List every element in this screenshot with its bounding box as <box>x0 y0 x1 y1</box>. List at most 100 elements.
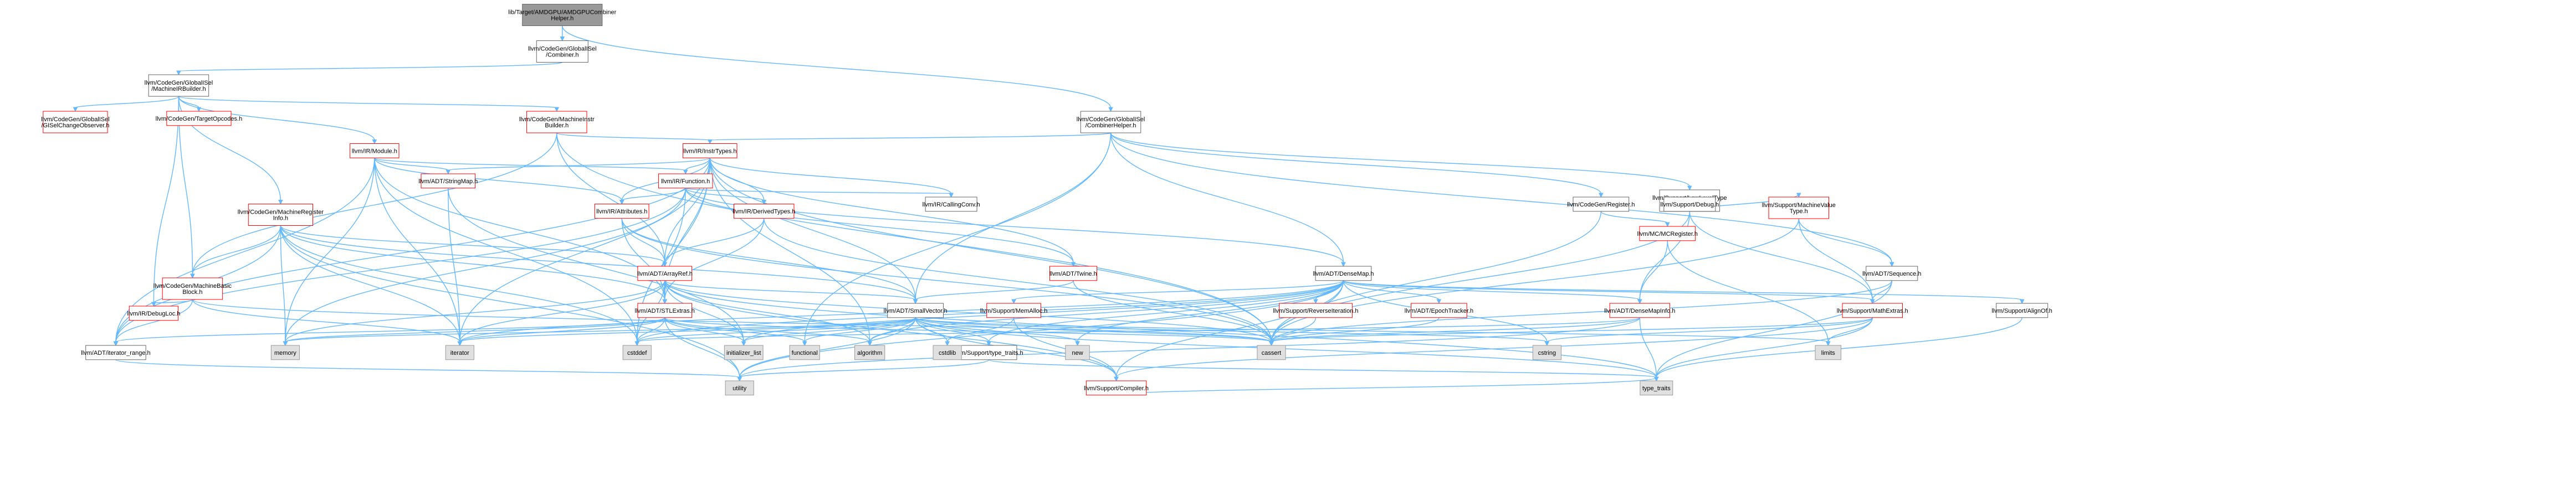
node-arrayref[interactable]: llvm/ADT/ArrayRef.h <box>637 266 693 281</box>
edge-function-to-densemap <box>685 188 1344 263</box>
node-box-mathextras <box>1842 303 1903 318</box>
node-box-new <box>1065 345 1090 360</box>
node-box-function <box>658 173 713 189</box>
node-algorithm: algorithm <box>854 345 885 360</box>
edge-mib-to-mibuilder <box>178 96 557 108</box>
edge-arrowhead-smallvector-to-typetraits <box>986 341 991 347</box>
node-label-epoch-0: llvm/ADT/EpochTracker.h <box>1405 308 1473 314</box>
edge-arrowhead-mri-to-mbb <box>190 273 195 279</box>
edge-mbb-to-cassert <box>192 299 1272 343</box>
node-label-typetraits-0: llvm/Support/type_traits.h <box>955 350 1023 356</box>
node-label-combiner-1: /Combiner.h <box>546 52 578 59</box>
edge-densemap-to-typetraits <box>988 280 1344 343</box>
node-label-instrtypes-0: llvm/IR/InstrTypes.h <box>683 148 737 154</box>
edge-twine-to-smallvector <box>915 280 1074 301</box>
node-label-mibuilder-1: Builder.h <box>545 122 569 129</box>
edge-mri-to-memory <box>280 225 286 343</box>
edge-arrowhead-arrayref-to-stlextras <box>662 299 668 304</box>
node-label-cstdlib-0: cstdlib <box>939 350 956 356</box>
edge-arrowhead-mib-to-module <box>372 139 377 144</box>
edge-densemapinfo-to-utility <box>739 317 1641 378</box>
node-function[interactable]: llvm/IR/Function.h <box>658 173 713 189</box>
edge-instrtypes-to-twine <box>709 158 1074 263</box>
edge-arrayref-to-memory <box>285 280 665 343</box>
node-alignof[interactable]: llvm/Support/AlignOf.h <box>1991 303 2052 318</box>
node-combiner[interactable]: llvm/CodeGen/GlobalISel/Combiner.h <box>528 40 597 63</box>
node-debugloc[interactable]: llvm/IR/DebugLoc.h <box>127 306 180 321</box>
edge-densemapinfo-to-cassert <box>1271 317 1641 343</box>
edge-arrowhead-memalloc-to-cstdlib <box>945 341 950 347</box>
edge-instrtypes-to-cassert <box>709 158 1272 343</box>
edge-mvt-to-mathextras <box>1798 218 1873 301</box>
node-combhelper[interactable]: llvm/CodeGen/GlobalISel/CombinerHelper.h <box>1077 111 1145 133</box>
node-cstring: cstring <box>1532 345 1561 360</box>
node-register[interactable]: llvm/CodeGen/Register.h <box>1567 197 1635 212</box>
node-label-algorithm-0: algorithm <box>857 350 882 356</box>
edge-iterrange-to-utility <box>115 359 740 378</box>
node-derivedtypes[interactable]: llvm/IR/DerivedTypes.h <box>733 204 795 219</box>
node-attributes[interactable]: llvm/IR/Attributes.h <box>594 204 649 219</box>
node-callingconv[interactable]: llvm/IR/CallingConv.h <box>922 197 980 212</box>
edge-arrowhead-function-to-derivedtypes <box>761 200 767 205</box>
node-compiler[interactable]: llvm/Support/Compiler.h <box>1084 380 1149 396</box>
edge-stlextras-to-iterrange <box>115 317 665 343</box>
node-gisco[interactable]: llvm/CodeGen/GlobalISel/GISelChangeObser… <box>41 111 110 133</box>
edge-stringmap-to-initlist <box>448 188 744 343</box>
node-box-combhelper <box>1080 111 1141 133</box>
edge-instrtypes-to-derivedtypes <box>709 158 765 201</box>
node-label-function-0: llvm/IR/Function.h <box>661 178 710 185</box>
node-densemapinfo[interactable]: llvm/ADT/DenseMapInfo.h <box>1604 303 1676 318</box>
edge-arrowhead-function-to-twine <box>1071 262 1076 267</box>
node-label-reviter-0: llvm/Support/ReverseIteration.h <box>1273 308 1358 314</box>
edge-smallvector-to-cstddef <box>637 317 916 343</box>
node-reviter[interactable]: llvm/Support/ReverseIteration.h <box>1273 303 1359 318</box>
node-memalloc[interactable]: llvm/Support/MemAlloc.h <box>980 303 1048 318</box>
node-label-mbb-1: Block.h <box>182 289 202 296</box>
node-label-utility-0: utility <box>733 385 747 392</box>
edge-mibuilder-to-mbb <box>192 132 557 275</box>
edge-mri-to-stlextras <box>280 225 665 301</box>
edge-mibuilder-to-arrayref <box>556 132 665 263</box>
node-label-compiler-0: llvm/Support/Compiler.h <box>1084 385 1149 392</box>
edge-mri-to-arrayref <box>280 225 665 263</box>
node-iterrange[interactable]: llvm/ADT/iterator_range.h <box>81 345 151 360</box>
node-module[interactable]: llvm/IR/Module.h <box>350 143 400 158</box>
node-box-targetop <box>166 111 232 126</box>
edge-arrowhead-densemap-to-densemapinfo <box>1637 299 1642 304</box>
node-smallvector[interactable]: llvm/ADT/SmallVector.h <box>884 303 948 318</box>
node-epoch[interactable]: llvm/ADT/EpochTracker.h <box>1405 303 1473 318</box>
node-twine[interactable]: llvm/ADT/Twine.h <box>1049 266 1098 281</box>
edge-register-to-cassert <box>1271 211 1602 343</box>
edge-arrowhead-smallvector-to-functional <box>802 341 807 347</box>
edge-arrowhead-mathextras-to-compiler <box>1114 376 1119 382</box>
node-label-mvt-1: Type.h <box>1790 208 1808 215</box>
node-targetop[interactable]: llvm/CodeGen/TargetOpcodes.h <box>156 111 243 126</box>
edge-mibuilder-to-instrtypes <box>556 132 710 141</box>
edge-module-to-function <box>374 157 686 171</box>
node-mib[interactable]: llvm/CodeGen/GlobalISel/MachineIRBuilder… <box>145 74 213 97</box>
node-sequence[interactable]: llvm/ADT/Sequence.h <box>1862 266 1921 281</box>
node-mathextras[interactable]: llvm/Support/MathExtras.h <box>1837 303 1908 318</box>
node-stringmap[interactable]: llvm/ADT/StringMap.h <box>418 173 478 189</box>
edge-function-to-attributes <box>621 188 686 201</box>
node-typetraits[interactable]: llvm/Support/type_traits.h <box>955 345 1023 360</box>
node-box-debug <box>1663 197 1716 212</box>
edge-densemap-to-utility <box>739 280 1344 378</box>
edge-arrowhead-densemap-to-alignof <box>2019 299 2025 304</box>
node-label-sequence-0: llvm/ADT/Sequence.h <box>1862 271 1921 277</box>
node-box-smallvector <box>887 303 944 318</box>
edge-combhelper-to-densemap <box>1110 132 1344 263</box>
node-stlextras[interactable]: llvm/ADT/STLExtras.h <box>635 303 695 318</box>
node-debug[interactable]: llvm/Support/Debug.h <box>1660 197 1719 212</box>
edge-arrayref-to-iterator <box>459 280 665 343</box>
node-mcreg[interactable]: llvm/MC/MCRegister.h <box>1637 226 1698 241</box>
node-instrtypes[interactable]: llvm/IR/InstrTypes.h <box>682 143 738 158</box>
edge-instrtypes-to-smallvector <box>709 158 916 301</box>
edge-stringmap-to-iterator <box>448 188 460 343</box>
node-densemap[interactable]: llvm/ADT/DenseMap.h <box>1313 266 1374 281</box>
